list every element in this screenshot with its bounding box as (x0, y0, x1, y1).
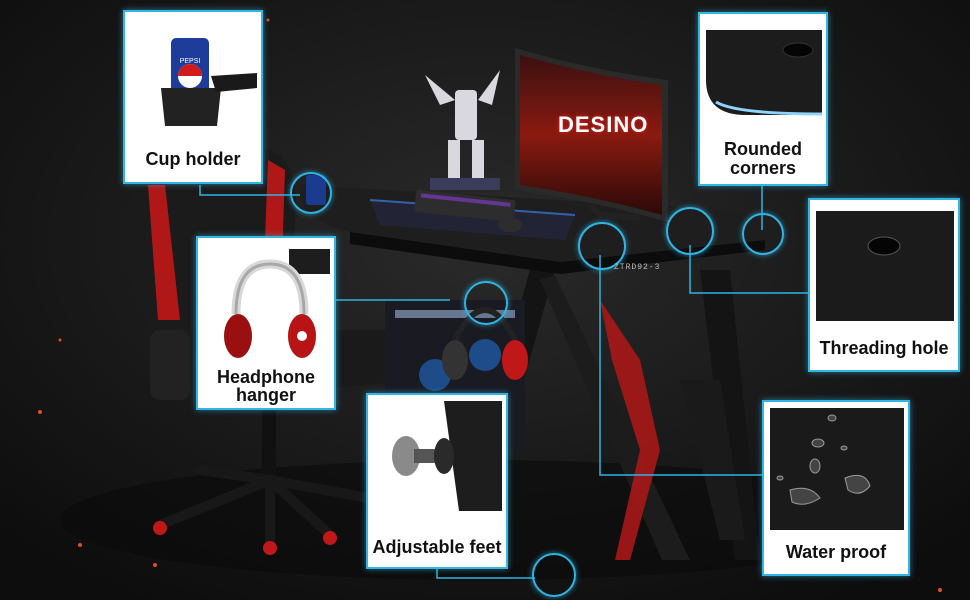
rounded-corners-image (706, 20, 822, 125)
adjustable-feet-label: Adjustable feet (372, 537, 502, 557)
rounded-corners-hotspot (742, 213, 784, 255)
headphone-hanger-label-line1: Headphone (216, 367, 315, 387)
callout-water-proof: Water proof (762, 400, 910, 576)
cup-holder-image: PEPSI (131, 18, 257, 133)
water-proof-image (770, 408, 904, 530)
adjustable-feet-hotspot (532, 553, 576, 597)
water-proof-label: Water proof (785, 542, 887, 562)
callout-headphone-hanger: Headphone hanger (196, 236, 336, 410)
headphone-hanger-label-line2: hanger (235, 385, 296, 405)
headphones-on-desk (442, 307, 528, 380)
threading-hole-label: Threading hole (819, 338, 949, 358)
threading-hole-hotspot (666, 207, 714, 255)
water-droplets (776, 414, 871, 505)
monitor-brand-text: DESINO (558, 112, 649, 137)
robot-figure (425, 70, 500, 190)
rounded-corners-label-line2: corners (729, 158, 797, 178)
callout-cup-holder: PEPSI Cup holder (123, 10, 263, 184)
adjustable-feet-image (374, 401, 502, 511)
callout-adjustable-feet: Adjustable feet (366, 393, 508, 569)
headphone-hanger-hotspot (464, 281, 508, 325)
desk-model-text: ZTRD92-3 (614, 263, 661, 272)
threading-hole-image (816, 206, 954, 321)
callout-threading-hole: Threading hole (808, 198, 960, 372)
headphone-hanger-image (204, 244, 330, 364)
rounded-corners-label-line1: Rounded (724, 139, 802, 159)
edge-hotspot (578, 222, 626, 270)
cup-holder-label: Cup holder (145, 149, 241, 169)
can-brand-text: PEPSI (180, 58, 201, 65)
monitor (515, 48, 668, 222)
cup-holder-hotspot (290, 172, 332, 214)
ember-sparks (38, 18, 942, 592)
callout-rounded-corners: Rounded corners (698, 12, 828, 186)
mouse (498, 218, 522, 232)
